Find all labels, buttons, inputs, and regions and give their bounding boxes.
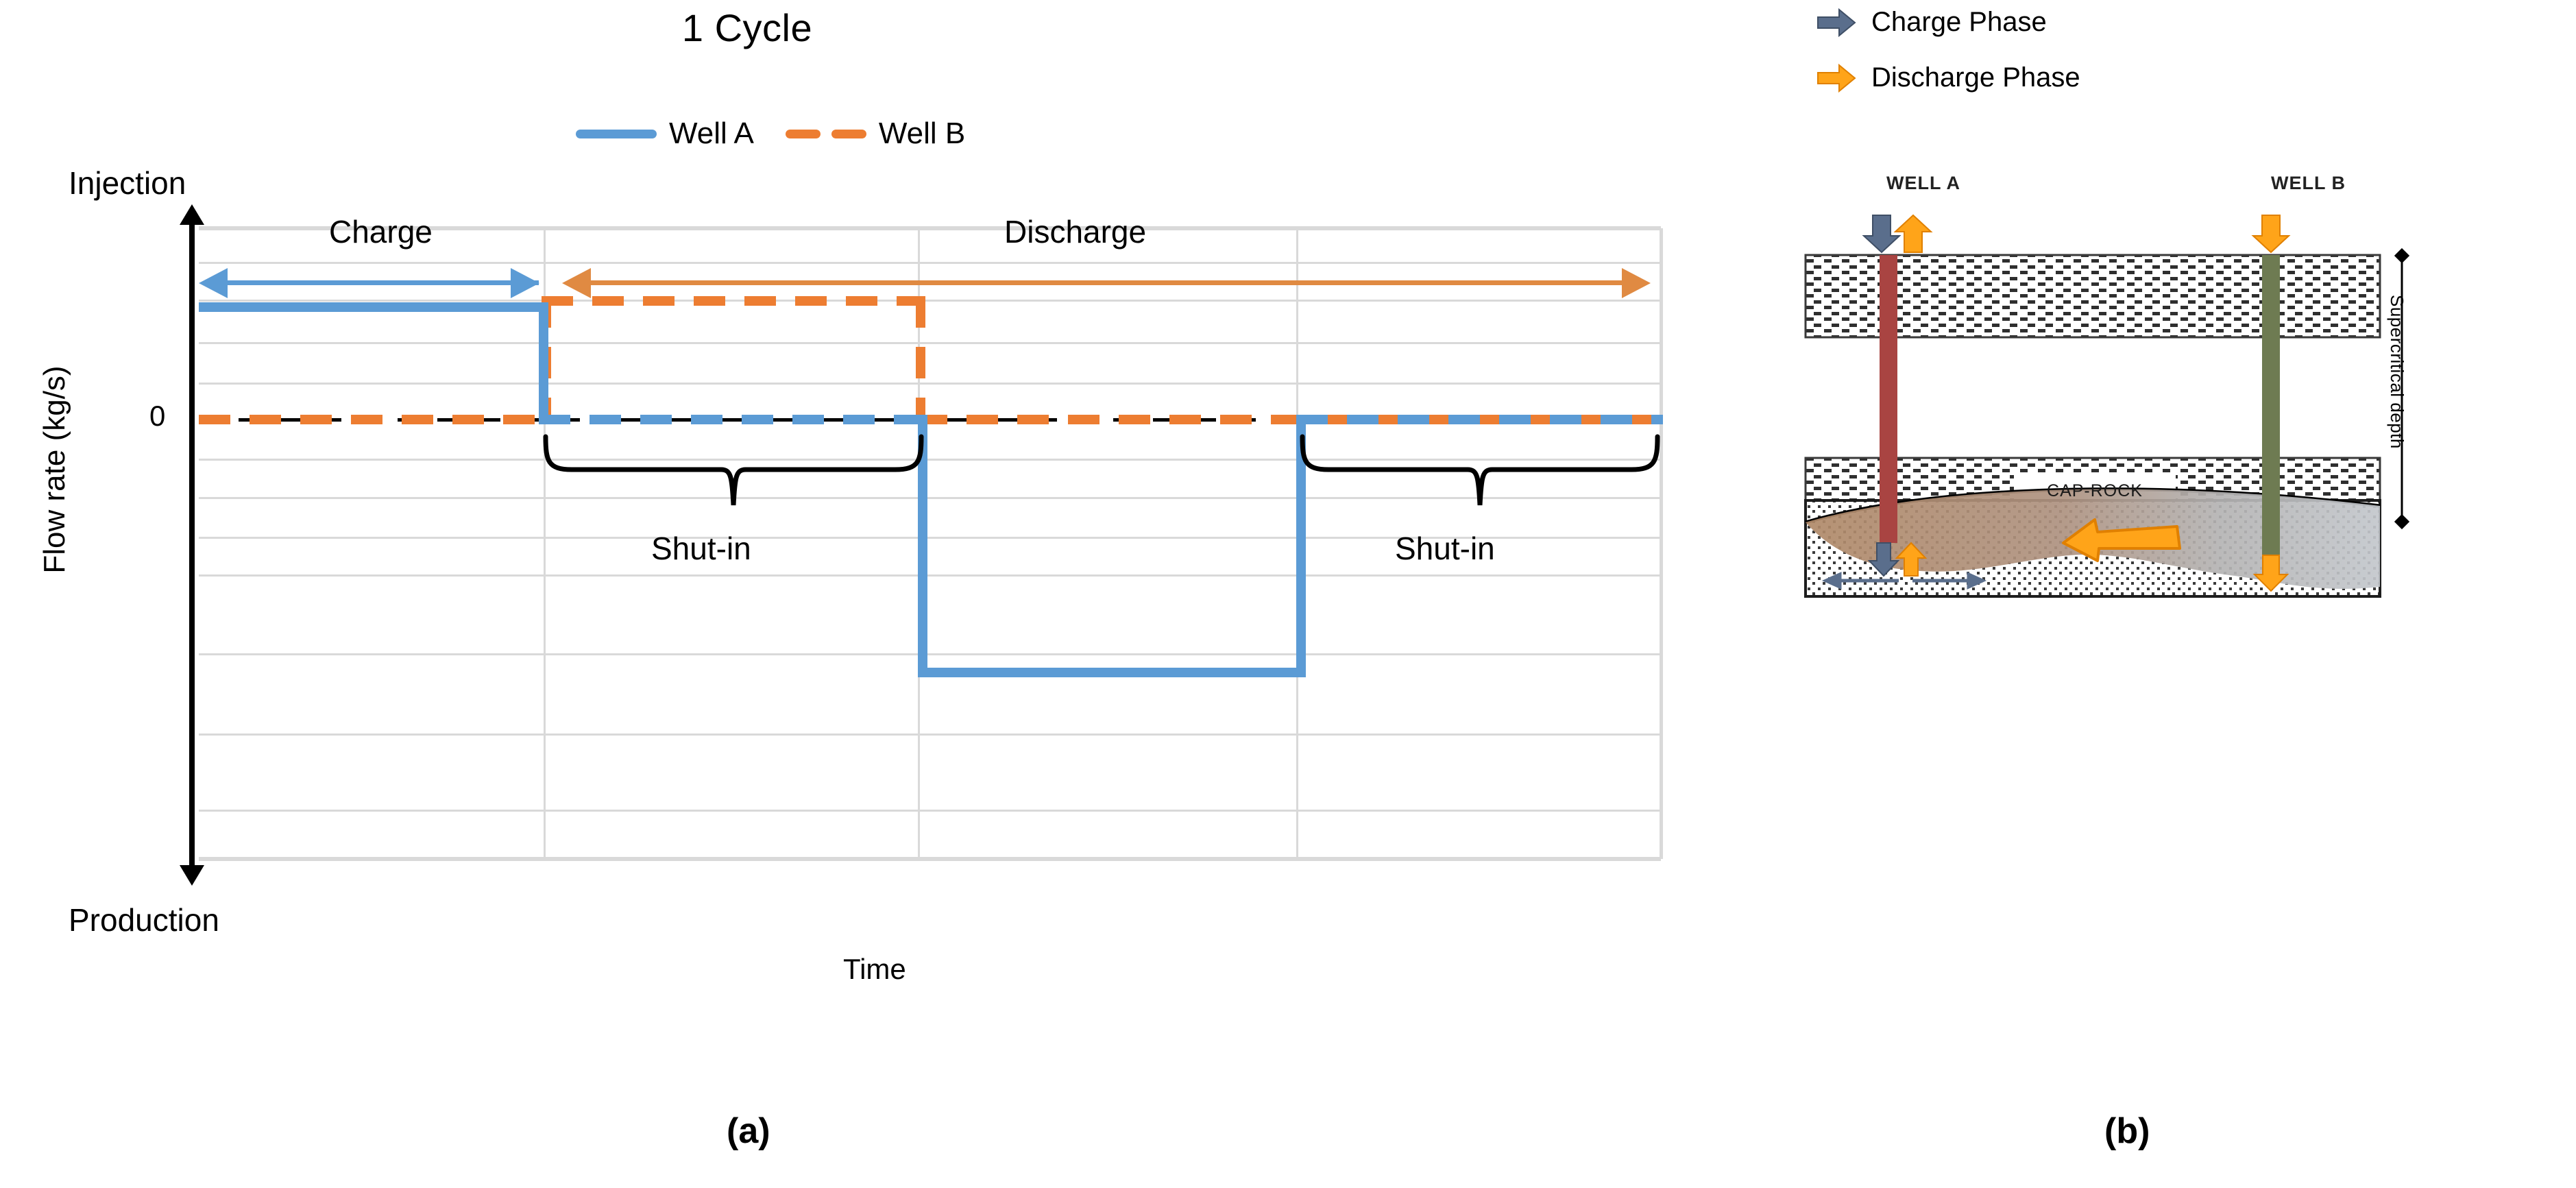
x-axis-label: Time	[843, 953, 906, 985]
well-b-casing	[2262, 255, 2280, 565]
cap-rock-label: CAP-ROCK	[2047, 481, 2143, 500]
well-a-bottom-charge-arrow	[1867, 542, 1900, 577]
right-arrow-icon	[1817, 63, 1856, 93]
chart-title: 1 Cycle	[681, 6, 813, 49]
plot-border-bottom	[199, 857, 1661, 861]
gridline-horizontal	[199, 537, 1661, 539]
plot-border-right	[1660, 228, 1663, 859]
well-b-bottom-arrow	[2252, 555, 2289, 592]
discharge-arrow-line	[587, 280, 1624, 285]
series-well-a-segment	[539, 302, 548, 422]
legend-label-discharge-phase: Discharge Phase	[1871, 62, 2080, 93]
y-axis-tick-zero: 0	[149, 400, 166, 432]
solid-line-swatch	[576, 129, 657, 138]
panel-b-caption: (b)	[2104, 1111, 2150, 1151]
annotation-shut-in-2-label: Shut-in	[1395, 531, 1495, 566]
series-well-a-segment	[1296, 415, 1663, 424]
plot-area: Charge Discharge Shut-in Shut-in	[199, 214, 1663, 861]
gridline-vertical	[544, 228, 546, 859]
legend-item-charge-phase: Charge Phase	[1816, 7, 2080, 38]
series-well-a-segment	[539, 415, 926, 424]
annotation-shut-in-1-label: Shut-in	[651, 531, 751, 566]
well-a-bottom-discharge-arrow	[1895, 542, 1928, 577]
gridline-horizontal	[199, 459, 1661, 461]
shut-in-brace-1	[542, 434, 925, 509]
panel-b-legend: Charge Phase Discharge Phase	[1816, 7, 2080, 118]
y-axis-up-arrowhead-icon	[180, 204, 204, 225]
right-arrow-icon	[1817, 8, 1856, 37]
discharge-arrow-right-head-icon	[1622, 268, 1651, 298]
legend-label-well-a: Well A	[669, 117, 754, 150]
gridline-horizontal	[199, 497, 1661, 499]
panel-b-reservoir-diagram: Charge Phase Discharge Phase WELL A WELL…	[1714, 0, 2576, 1188]
gridline-horizontal	[199, 734, 1661, 736]
dashed-line-swatch	[785, 129, 866, 138]
well-a-surface-charge-arrow	[1862, 215, 1901, 254]
plume-flow-arrow	[2062, 518, 2181, 562]
gridline-horizontal	[199, 300, 1661, 302]
series-well-b-segment	[916, 296, 925, 424]
series-well-a-segment	[918, 415, 927, 677]
panel-a-caption: (a)	[727, 1111, 770, 1151]
legend-item-well-b: Well B	[785, 117, 966, 151]
well-a-casing	[1880, 255, 1897, 543]
charge-arrow-line	[223, 280, 539, 285]
well-b-surface-arrow	[2251, 215, 2291, 254]
charge-arrow-left-head-icon	[199, 268, 228, 298]
annotation-discharge-label: Discharge	[1004, 214, 1147, 250]
shut-in-brace-2	[1298, 434, 1662, 509]
well-a-surface-discharge-arrow	[1893, 214, 1933, 253]
lateral-extent-arrows	[1821, 572, 1987, 590]
charge-arrow-right-head-icon	[511, 268, 539, 298]
gridline-horizontal	[199, 574, 1661, 577]
gridline-horizontal	[199, 653, 1661, 655]
discharge-arrow-left-head-icon	[562, 268, 591, 298]
annotation-charge-label: Charge	[329, 214, 433, 250]
legend-label-charge-phase: Charge Phase	[1871, 7, 2047, 37]
legend-label-well-b: Well B	[878, 117, 966, 150]
well-b-title: WELL B	[2271, 173, 2346, 193]
y-axis-label: Flow rate (kg/s)	[38, 365, 71, 574]
legend-item-well-a: Well A	[576, 117, 754, 151]
panel-a-flow-rate-chart: 1 Cycle Well A Well B Injection Producti…	[38, 6, 1663, 1151]
gridline-horizontal	[199, 383, 1661, 385]
supercritical-depth-label: Supercritical depth	[2387, 295, 2407, 449]
gridline-horizontal	[199, 342, 1661, 344]
axis-label-injection: Injection	[69, 165, 186, 201]
gridline-horizontal	[199, 262, 1661, 264]
series-well-a-segment	[1296, 415, 1306, 677]
overburden-layer	[1804, 254, 2381, 339]
series-well-a-segment	[199, 302, 548, 312]
legend-item-discharge-phase: Discharge Phase	[1816, 62, 2080, 93]
well-a-title: WELL A	[1886, 173, 1960, 193]
series-well-b-segment	[542, 296, 925, 306]
axis-label-production: Production	[69, 902, 219, 938]
supercritical-depth-measure	[2394, 247, 2410, 530]
gridline-horizontal	[199, 810, 1661, 812]
chart-legend: Well A Well B	[576, 117, 1193, 151]
series-well-a-segment	[918, 668, 1305, 677]
y-axis-line	[189, 218, 195, 873]
reservoir-cross-section: CAP-ROCK	[1804, 214, 2410, 598]
y-axis-down-arrowhead-icon	[180, 865, 204, 886]
plot-border-top	[199, 226, 1661, 230]
series-well-b-segment	[199, 415, 552, 424]
